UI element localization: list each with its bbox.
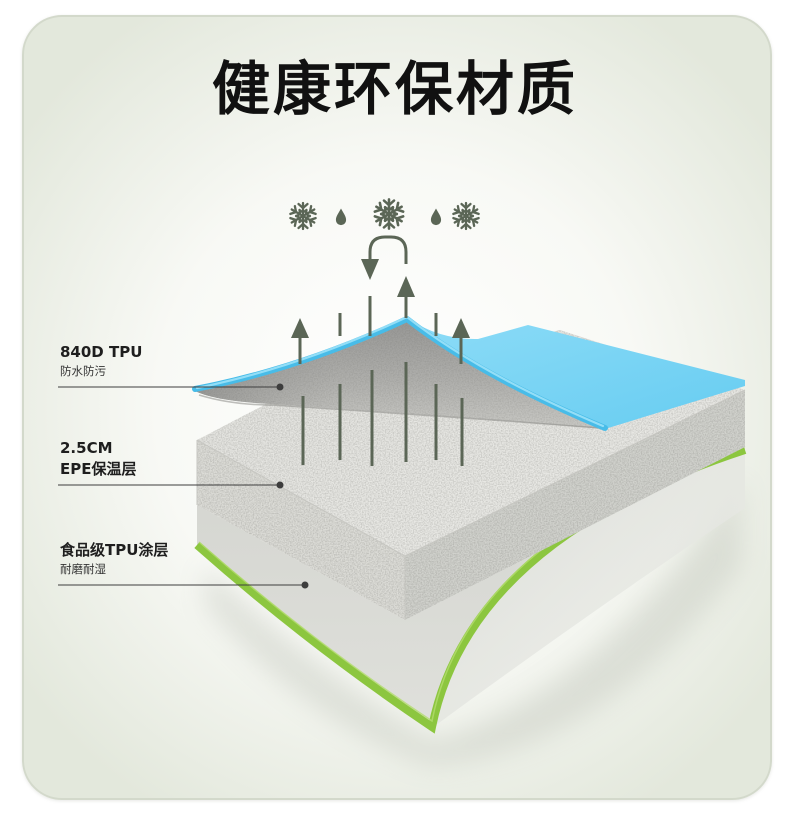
droplet-icon — [335, 208, 347, 226]
layer-thickness: 2.5CM — [60, 439, 113, 457]
arrow-up-icon — [291, 318, 309, 364]
arrow-up-icon — [452, 318, 470, 364]
layer-name: 840D TPU — [60, 343, 143, 361]
layer-label-top-tpu: 840D TPU 防水防污 — [60, 342, 142, 379]
arrow-up-icon — [397, 276, 415, 318]
layer-shadow — [205, 478, 742, 766]
leader-dot — [276, 481, 284, 489]
leader-bottom-layer — [58, 581, 309, 589]
layer-name: 食品级TPU涂层 — [60, 541, 169, 559]
layer-description: 耐磨耐湿 — [60, 562, 106, 576]
foam-edges — [196, 389, 746, 620]
snowflake-icon — [452, 203, 479, 229]
layer-label-bottom-tpu: 食品级TPU涂层 耐磨耐湿 — [60, 540, 168, 577]
snowflake-icon — [374, 199, 404, 228]
curved-arrow-icon — [361, 235, 408, 280]
top-layer-underside-texture — [195, 321, 605, 429]
top-layer-blue-surface — [407, 318, 745, 429]
leader-dot — [301, 581, 309, 589]
layer-name: EPE保温层 — [60, 460, 137, 478]
snowflake-icon — [289, 203, 316, 229]
top-tpu-layer — [192, 315, 745, 431]
climate-icons-row — [289, 199, 479, 229]
bottom-layer-curl-underside — [432, 452, 745, 728]
top-layer-blue-edge — [192, 316, 608, 431]
layer-description: 防水防污 — [60, 364, 106, 378]
leader-foam-layer — [58, 481, 284, 489]
airflow-lines — [301, 296, 464, 466]
leader-dot — [276, 383, 284, 391]
page-title: 健康环保材质 — [211, 55, 578, 123]
layer-label-epe-foam: 2.5CM EPE保温层 — [60, 438, 137, 480]
droplet-icon — [430, 208, 442, 226]
leader-top-layer — [58, 383, 284, 391]
